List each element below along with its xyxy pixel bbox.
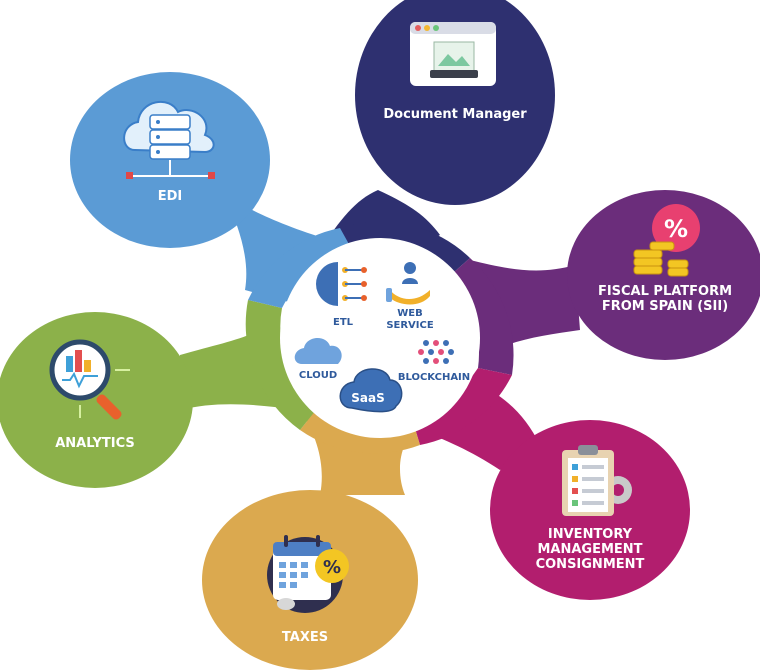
calendar-percent-icon: %	[267, 535, 349, 613]
inventory-label-line1: INVENTORY	[548, 527, 633, 542]
node-fiscal[interactable]	[567, 190, 760, 360]
blockchain-icon	[418, 340, 454, 364]
node-analytics[interactable]	[0, 312, 193, 488]
cloud-server-icon	[123, 100, 215, 179]
inventory-label-line2: MANAGEMENT	[537, 542, 642, 557]
taxes-label: TAXES	[282, 630, 328, 645]
svg-text:%: %	[664, 215, 688, 243]
browser-document-icon	[410, 22, 496, 86]
etl-icon	[316, 262, 367, 306]
document-manager-label: Document Manager	[383, 107, 527, 122]
percent-coins-icon: %	[633, 204, 700, 277]
saas-icon	[339, 368, 403, 413]
web-service-icon	[386, 262, 430, 305]
analytics-label: ANALYTICS	[55, 436, 135, 451]
cloud-label: CLOUD	[299, 370, 337, 381]
edi-label: EDI	[158, 189, 183, 204]
ring-segment-inventory	[410, 368, 512, 445]
blockchain-label: BLOCKCHAIN	[398, 372, 470, 383]
ring-segment-edi	[248, 228, 355, 308]
fiscal-label-line1: FISCAL PLATFORM	[598, 284, 732, 299]
web-service-label-line1: WEB	[397, 308, 422, 319]
node-document-manager[interactable]	[355, 0, 555, 205]
magnifier-chart-icon	[49, 339, 130, 420]
etl-label: ETL	[333, 317, 354, 328]
cloud-icon	[294, 337, 342, 364]
clipboard-gear-icon	[562, 445, 632, 516]
svg-text:%: %	[323, 557, 341, 578]
saas-label: SaaS	[351, 391, 384, 405]
web-service-label-line2: SERVICE	[386, 320, 434, 331]
fiscal-label-line2: FROM SPAIN (SII)	[602, 299, 728, 314]
inventory-label-line3: CONSIGNMENT	[536, 557, 645, 572]
